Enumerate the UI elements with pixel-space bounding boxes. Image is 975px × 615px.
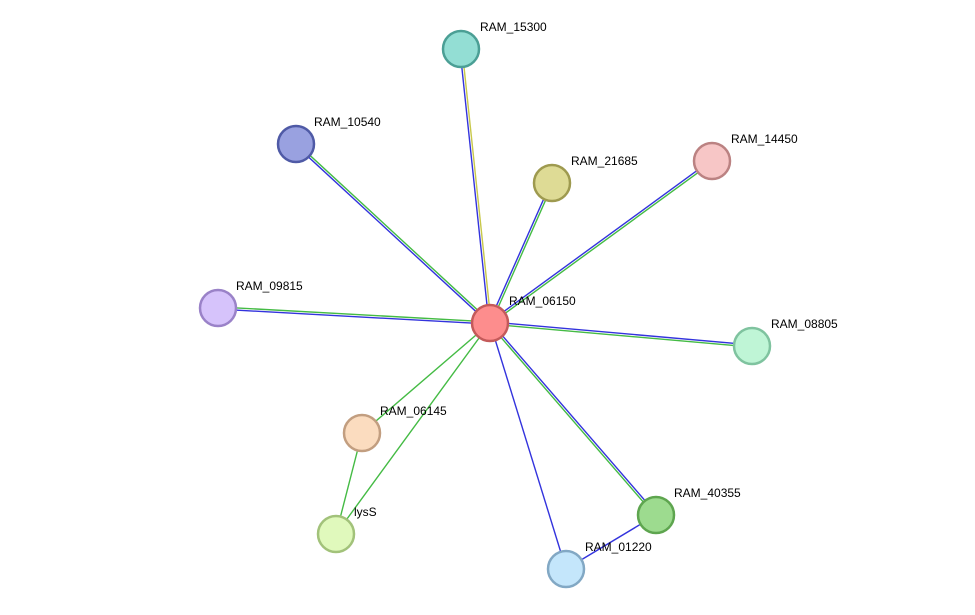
edge-ram-06150-ram-09815 xyxy=(217,306,491,325)
node-lyss[interactable]: lysS xyxy=(316,505,377,554)
node-ram-40355[interactable]: RAM_40355 xyxy=(636,486,741,535)
node-label: RAM_06145 xyxy=(380,404,447,418)
edge-evidence-line xyxy=(489,322,567,570)
node-circle[interactable] xyxy=(692,141,732,181)
edge-evidence-line xyxy=(490,161,714,325)
node-ram-21685[interactable]: RAM_21685 xyxy=(532,154,638,203)
node-ram-06150[interactable]: RAM_06150 xyxy=(470,294,576,343)
edge-ram-06150-ram-01220 xyxy=(489,322,567,570)
nodes-layer: RAM_06150RAM_15300RAM_10540RAM_21685RAM_… xyxy=(198,20,838,589)
edge-evidence-line xyxy=(294,144,490,325)
node-label: RAM_01220 xyxy=(585,540,652,554)
node-ram-09815[interactable]: RAM_09815 xyxy=(198,279,303,328)
edge-ram-06150-ram-08805 xyxy=(489,321,753,348)
node-circle[interactable] xyxy=(470,303,510,343)
node-label: RAM_14450 xyxy=(731,132,798,146)
node-circle[interactable] xyxy=(636,495,676,535)
node-label: RAM_09815 xyxy=(236,279,303,293)
node-ram-08805[interactable]: RAM_08805 xyxy=(732,317,838,366)
edge-evidence-line xyxy=(490,321,753,346)
edge-evidence-line xyxy=(296,142,492,323)
node-ram-10540[interactable]: RAM_10540 xyxy=(276,115,381,164)
node-ram-06145[interactable]: RAM_06145 xyxy=(342,404,447,453)
edge-evidence-line xyxy=(490,321,658,515)
node-ram-01220[interactable]: RAM_01220 xyxy=(546,540,652,589)
edge-evidence-line xyxy=(488,323,656,517)
edge-ram-06150-ram-10540 xyxy=(294,142,492,325)
node-ram-14450[interactable]: RAM_14450 xyxy=(692,132,798,181)
node-label: RAM_08805 xyxy=(771,317,838,331)
edge-evidence-line xyxy=(217,308,490,325)
edge-evidence-line xyxy=(488,159,712,323)
edge-evidence-line xyxy=(489,323,752,348)
edge-evidence-line xyxy=(361,322,491,434)
node-label: RAM_21685 xyxy=(571,154,638,168)
node-circle[interactable] xyxy=(441,29,481,69)
node-label: RAM_40355 xyxy=(674,486,741,500)
edge-ram-06150-ram-15300 xyxy=(459,48,492,324)
edge-evidence-line xyxy=(218,306,491,323)
node-label: RAM_06150 xyxy=(509,294,576,308)
edge-evidence-line xyxy=(459,49,490,324)
node-label: lysS xyxy=(354,505,377,519)
node-circle[interactable] xyxy=(546,549,586,589)
node-circle[interactable] xyxy=(532,163,572,203)
node-circle[interactable] xyxy=(316,514,356,554)
node-label: RAM_15300 xyxy=(480,20,547,34)
edge-ram-06150-lyss xyxy=(335,322,491,535)
edge-ram-06150-ram-14450 xyxy=(488,159,714,325)
edge-evidence-line xyxy=(461,48,492,323)
edge-evidence-line xyxy=(335,322,491,535)
edge-evidence-line xyxy=(490,183,554,324)
node-circle[interactable] xyxy=(198,288,238,328)
edges-layer xyxy=(217,48,753,570)
node-circle[interactable] xyxy=(732,326,772,366)
node-circle[interactable] xyxy=(276,124,316,164)
edge-ram-06150-ram-21685 xyxy=(488,182,554,324)
node-circle[interactable] xyxy=(342,413,382,453)
edge-ram-06150-ram-06145 xyxy=(361,322,491,434)
node-ram-15300[interactable]: RAM_15300 xyxy=(441,20,547,69)
edge-ram-06150-ram-40355 xyxy=(488,321,658,517)
node-label: RAM_10540 xyxy=(314,115,381,129)
edge-evidence-line xyxy=(488,182,552,323)
